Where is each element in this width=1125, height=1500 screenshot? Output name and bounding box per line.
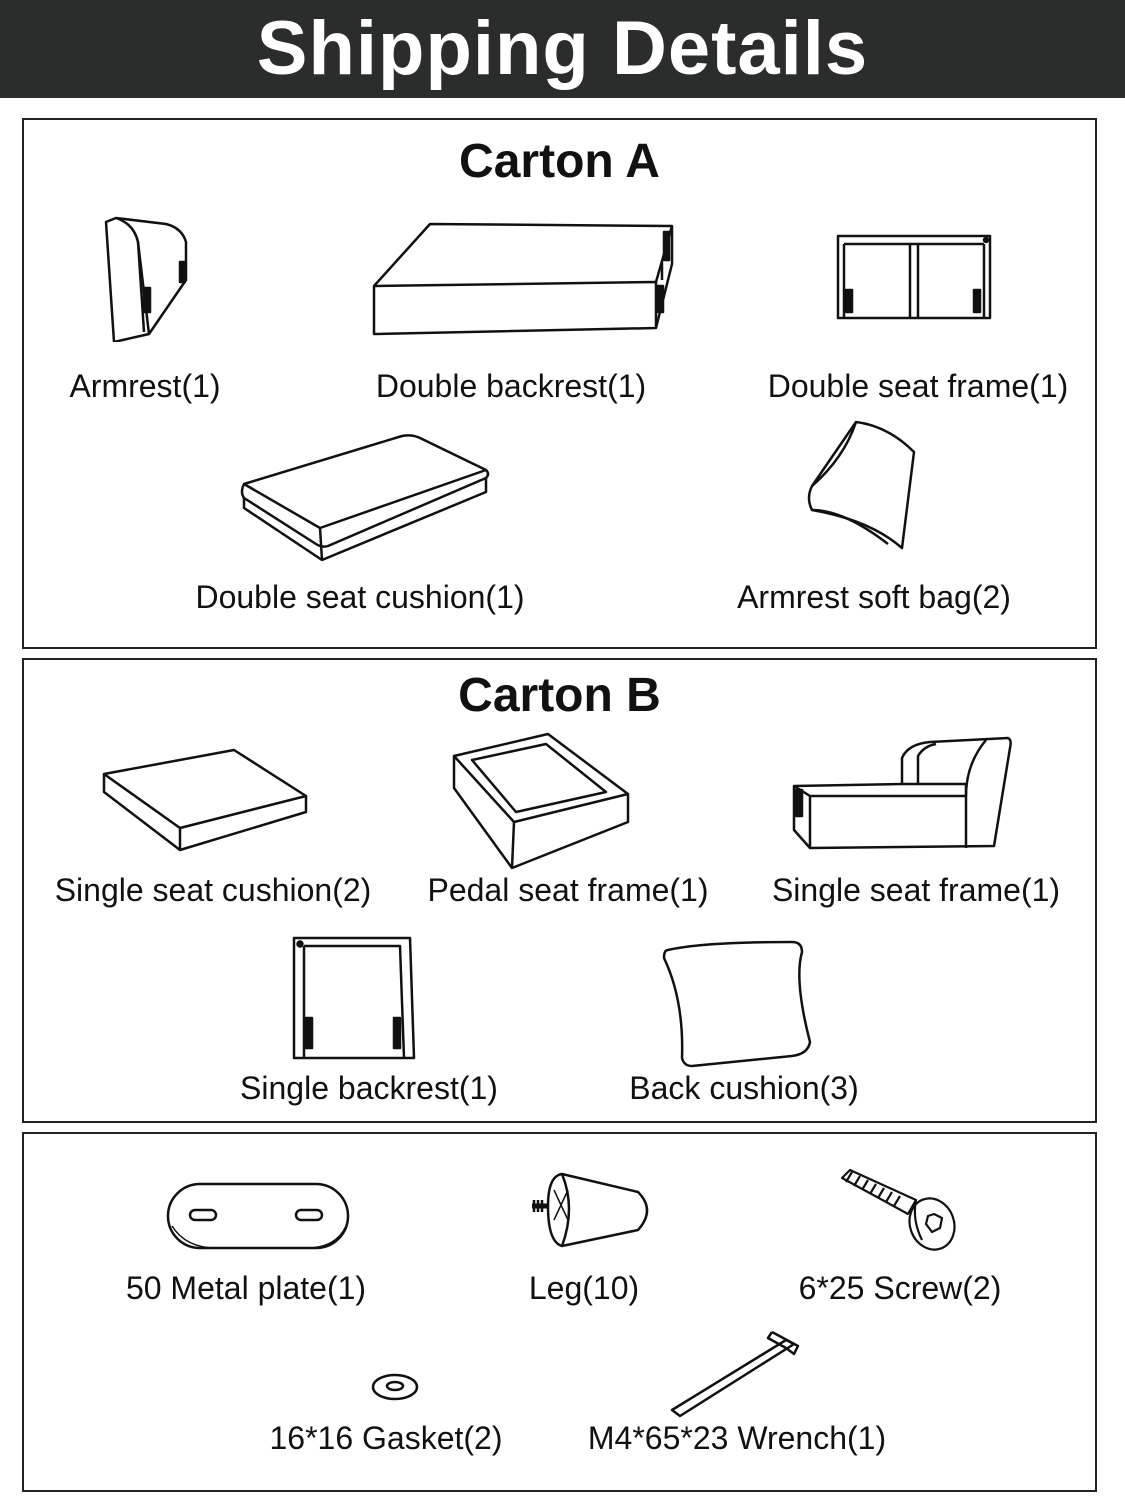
single-seat-cushion-label: Single seat cushion(2) bbox=[54, 872, 372, 908]
leg-icon bbox=[528, 1170, 660, 1248]
back-cushion-label: Back cushion(3) bbox=[629, 1070, 859, 1106]
leg-label: Leg(10) bbox=[528, 1270, 640, 1306]
metal-plate-label: 50 Metal plate(1) bbox=[125, 1270, 367, 1306]
double-seat-cushion-icon bbox=[240, 432, 492, 562]
pedal-seat-frame-label: Pedal seat frame(1) bbox=[427, 872, 709, 908]
armrest-soft-bag-icon bbox=[804, 418, 920, 550]
screw-label: 6*25 Screw(2) bbox=[798, 1270, 1002, 1306]
carton-b-panel: Carton B Single seat cushion(2) Pedal se… bbox=[22, 658, 1097, 1123]
single-backrest-label: Single backrest(1) bbox=[240, 1070, 498, 1106]
gasket-icon bbox=[370, 1372, 420, 1402]
carton-b-title: Carton B bbox=[458, 669, 661, 722]
double-seat-frame-icon bbox=[836, 232, 994, 320]
pedal-seat-frame-icon bbox=[450, 730, 630, 870]
armrest-label: Armrest(1) bbox=[69, 368, 221, 404]
single-seat-frame-label: Single seat frame(1) bbox=[771, 872, 1061, 908]
double-seat-cushion-label: Double seat cushion(1) bbox=[195, 579, 525, 615]
carton-a-panel: Carton A Armrest(1) Double backrest(1) D… bbox=[22, 118, 1097, 649]
wrench-label: M4*65*23 Wrench(1) bbox=[587, 1420, 887, 1456]
wrench-icon bbox=[668, 1328, 802, 1420]
single-seat-frame-icon bbox=[790, 734, 1014, 850]
armrest-soft-bag-label: Armrest soft bag(2) bbox=[737, 579, 1011, 615]
gasket-label: 16*16 Gasket(2) bbox=[269, 1420, 503, 1456]
double-backrest-label: Double backrest(1) bbox=[375, 368, 647, 404]
carton-a-title: Carton A bbox=[459, 135, 660, 188]
screw-icon bbox=[838, 1168, 958, 1254]
page-title: Shipping Details bbox=[256, 6, 869, 91]
page-header: Shipping Details bbox=[0, 0, 1125, 98]
hardware-panel: 50 Metal plate(1) Leg(10) 6*25 Screw(2) … bbox=[22, 1132, 1097, 1492]
double-backrest-icon bbox=[372, 220, 676, 338]
double-seat-frame-label: Double seat frame(1) bbox=[767, 368, 1069, 404]
single-seat-cushion-icon bbox=[100, 746, 310, 854]
armrest-icon bbox=[94, 212, 204, 342]
metal-plate-icon bbox=[166, 1182, 350, 1250]
single-backrest-icon bbox=[292, 934, 416, 1062]
back-cushion-icon bbox=[662, 940, 812, 1068]
